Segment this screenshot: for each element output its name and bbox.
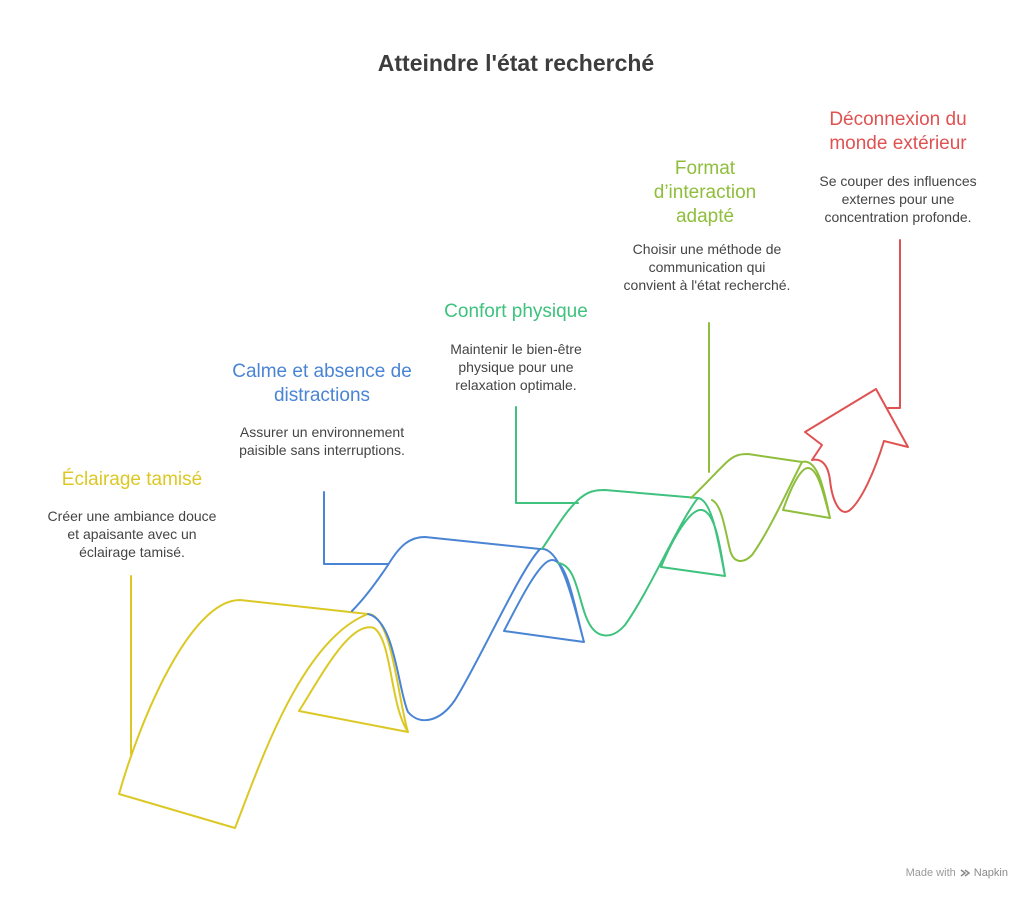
step-2-title: Calme et absence de distractions (232, 361, 412, 406)
step-5-arrow (804, 388, 909, 513)
step-1-ribbon (118, 599, 409, 829)
step-5-title: Déconnexion du monde extérieur (829, 109, 967, 154)
page-title: Atteindre l'état recherché (377, 50, 655, 76)
step-2-description: Assurer un environnement paisible sans i… (239, 424, 405, 458)
step-3-connector (515, 406, 579, 504)
step-5-connector (887, 239, 901, 409)
step-2-connector (323, 491, 389, 565)
step-4-description: Choisir une méthode de communication qui… (623, 241, 791, 293)
footer-made-with: Made with (905, 867, 956, 879)
footer-brand: Napkin (973, 867, 1008, 879)
step-4-ribbon (690, 453, 831, 562)
step-3-description: Maintenir le bien-être physique pour une… (450, 341, 582, 393)
napkin-logo-icon (960, 869, 970, 877)
napkin-footer[interactable]: Made with Napkin (906, 867, 1008, 879)
step-1-description: Créer une ambiance douce et apaisante av… (47, 508, 217, 560)
step-3-ribbon (541, 489, 726, 637)
step-3-title: Confort physique (444, 301, 588, 322)
step-1-title: Éclairage tamisé (61, 469, 203, 490)
step-5-description: Se couper des influences externes pour u… (819, 173, 977, 225)
step-4-title: Format d’interaction adapté (653, 158, 757, 227)
